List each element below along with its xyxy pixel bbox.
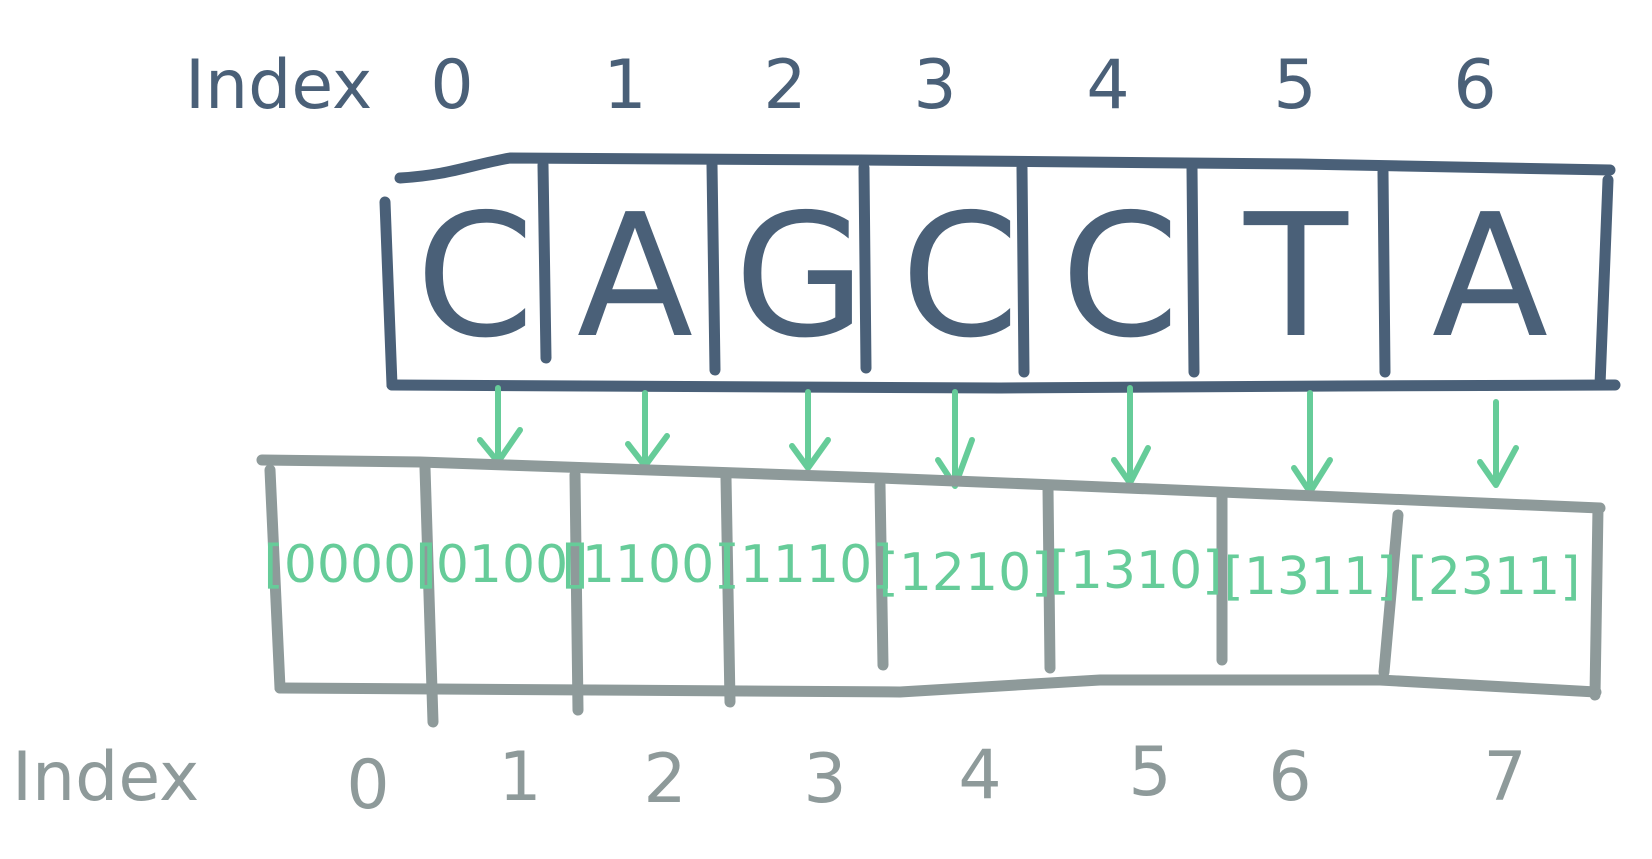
bottom-values: [0000] [0100] [1100] [1110] [1210] [1310… [264,535,1581,607]
arrow [935,389,975,489]
bottom-index-row: 0 1 2 3 4 5 6 7 [346,733,1526,825]
arrow-group [477,385,1519,495]
top-index: 1 [603,46,646,125]
arrow [1291,390,1333,495]
top-index: 3 [913,46,956,125]
bottom-index: 7 [1483,738,1526,817]
bottom-index: 4 [958,736,1001,815]
count-cell: [0000] [264,535,437,595]
bottom-index: 0 [346,746,389,825]
count-cell: [1210] [879,543,1052,603]
arrow [789,389,831,471]
arrow [477,385,523,465]
arrow [625,390,670,469]
count-cell: [1310] [1050,541,1223,601]
top-index: 0 [430,46,473,125]
letter-cell: C [1061,178,1180,376]
top-letters: C A G C C T A [416,178,1549,376]
arrow [1111,385,1151,486]
top-array-box [379,152,1621,394]
bottom-index: 3 [803,740,846,819]
bottom-index: 2 [643,740,686,819]
letter-cell: A [1432,178,1548,376]
count-cell: [1110] [720,535,893,595]
count-cell: [2311] [1408,547,1581,607]
top-index-label: Index [185,46,372,125]
bottom-index-label: Index [12,738,199,817]
top-index: 6 [1453,46,1496,125]
top-index: 4 [1086,46,1129,125]
count-cell: [0100] [416,535,589,595]
arrow [1477,399,1519,488]
top-index: 2 [763,46,806,125]
letter-cell: A [577,178,693,376]
top-index-row: 0 1 2 3 4 5 6 [430,46,1496,125]
count-cell: [1100] [562,535,735,595]
bottom-index: 6 [1268,738,1311,817]
top-index: 5 [1273,46,1316,125]
bottom-index: 1 [498,738,541,817]
letter-cell: C [901,178,1020,376]
letter-cell: G [734,178,866,376]
letter-cell: C [416,178,535,376]
letter-cell: T [1243,178,1349,376]
bottom-array-box [256,454,1606,728]
count-cell: [1311] [1224,547,1397,607]
bottom-index: 5 [1128,733,1171,812]
